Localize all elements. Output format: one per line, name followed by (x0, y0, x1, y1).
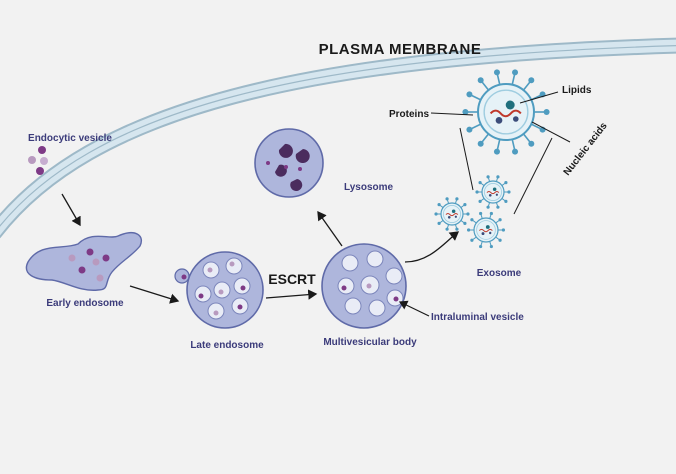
exosome-small-1 (475, 175, 511, 209)
plasma-membrane-label: PLASMA MEMBRANE (319, 41, 482, 58)
exosome-label: Exosome (477, 268, 522, 279)
exosome-cluster (434, 175, 511, 249)
arrow-to-exosome (404, 231, 460, 263)
late-endosome-label: Late endosome (190, 340, 264, 351)
exosome-small-3 (467, 211, 505, 249)
escrt-label: ESCRT (268, 271, 316, 287)
intraluminal-vesicle-label: Intraluminal vesicle (431, 312, 524, 323)
endocytic-vesicle (28, 146, 48, 175)
lysosome-label: Lysosome (344, 182, 394, 193)
enlarged-exosome (462, 69, 550, 155)
early-endosome (25, 232, 142, 291)
endocytic-vesicle-label: Endocytic vesicle (28, 133, 112, 144)
plasma-membrane (0, 37, 676, 239)
exosome-small-2 (434, 197, 470, 231)
proteins-label: Proteins (389, 109, 429, 120)
multivesicular-body (321, 243, 407, 329)
lipids-label: Lipids (562, 85, 592, 96)
lipids-pointer (519, 91, 559, 104)
zoom-connector-left (459, 127, 474, 191)
intraluminal-vesicle-pointer (398, 300, 430, 317)
multivesicular-body-label: Multivesicular body (323, 337, 417, 348)
proteins-pointer (430, 112, 474, 116)
arrow-to-mvb (265, 289, 318, 300)
nucleic-acids-pointer (531, 121, 571, 143)
late-endosome (174, 251, 264, 329)
exosome-large (462, 69, 550, 155)
arrow-to-lysosome (317, 210, 343, 247)
lysosome (254, 128, 324, 198)
early-endosome-label: Early endosome (46, 298, 124, 309)
arrow-to-late-endosome (129, 285, 180, 304)
arrow-to-early-endosome (61, 193, 81, 227)
zoom-connector-right (513, 137, 553, 215)
nucleic-acids-label: Nucleic acids (562, 120, 610, 177)
